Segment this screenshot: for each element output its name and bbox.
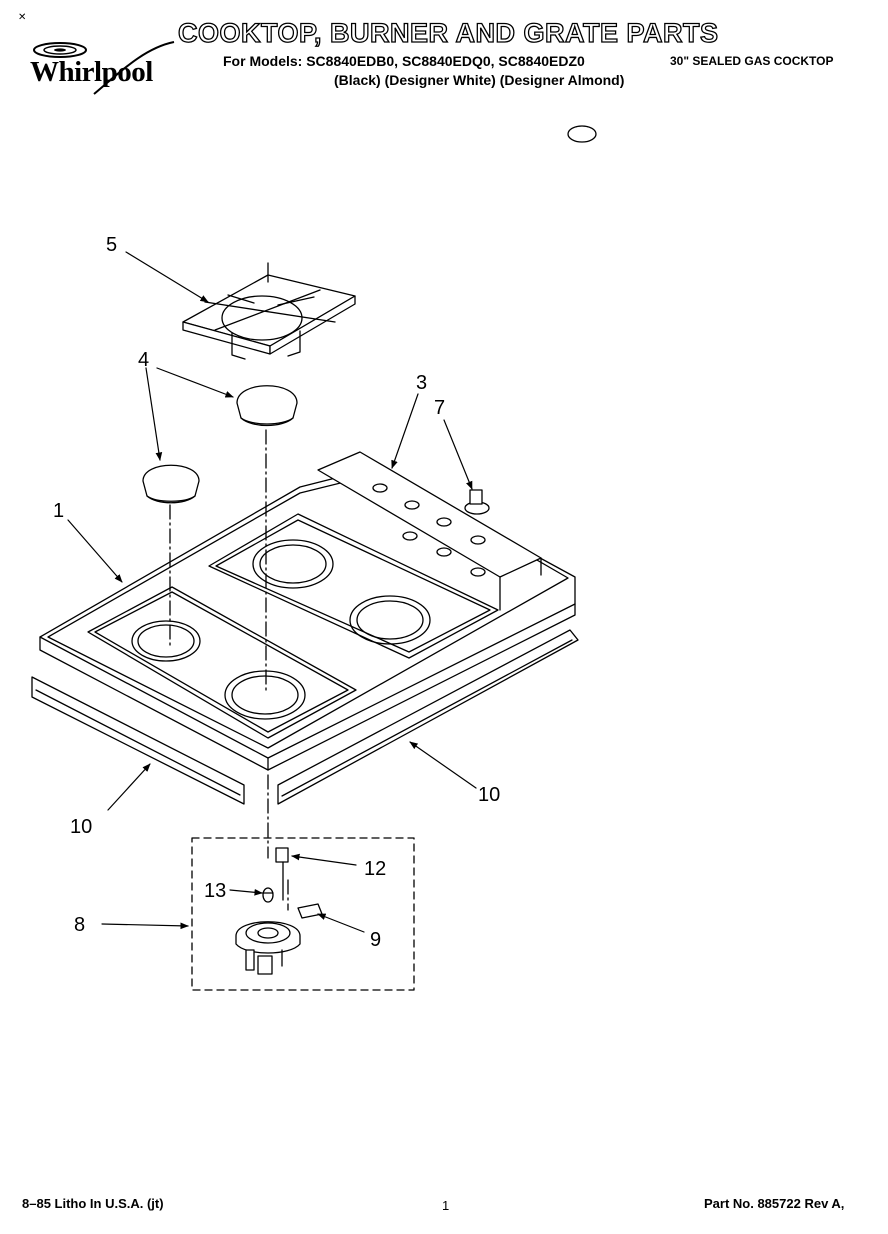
page-number: 1	[442, 1198, 450, 1213]
page-title: COOKTOP, BURNER AND GRATE PARTS	[177, 17, 719, 48]
corner-mark: ✕	[18, 12, 27, 23]
callout-5: 5	[106, 234, 118, 256]
product-type: 30" SEALED GAS COCKTOP	[670, 54, 834, 68]
callout-3: 3	[416, 372, 428, 394]
burner-assembly	[235, 921, 301, 975]
burner-cap-left	[142, 464, 200, 504]
variants-line: (Black) (Designer White) (Designer Almon…	[334, 72, 625, 88]
callout-4: 4	[138, 349, 150, 371]
grate-part	[182, 262, 356, 360]
callout-10-right: 10	[478, 784, 501, 806]
part-number: Part No. 885722 Rev A,	[704, 1196, 845, 1211]
small-oval-shape	[567, 125, 597, 143]
cooktop-main-top	[39, 451, 576, 771]
callout-9: 9	[370, 929, 382, 951]
electrode-part	[275, 847, 289, 901]
callout-7: 7	[434, 397, 446, 419]
callout-1: 1	[53, 500, 65, 522]
ignition-knob	[464, 489, 490, 515]
brand-name: Whirlpool	[30, 56, 153, 88]
control-knob-holes	[372, 483, 486, 577]
burner-cap-right	[236, 385, 298, 427]
clip-part	[297, 903, 323, 919]
burner-rings	[131, 539, 431, 720]
alignment-lines	[169, 429, 289, 911]
callout-12: 12	[364, 858, 387, 880]
callout-8: 8	[74, 914, 86, 936]
models-line: For Models: SC8840EDB0, SC8840EDQ0, SC88…	[223, 53, 585, 69]
whirlpool-logo-icon	[33, 41, 175, 95]
trim-strip-right	[277, 629, 579, 805]
footer-print-info: 8–85 Litho In U.S.A. (jt)	[22, 1196, 164, 1211]
trim-strip-left	[31, 676, 245, 805]
leader-arrows	[67, 251, 477, 933]
callout-10-left: 10	[70, 816, 93, 838]
burner-assembly-box	[191, 837, 415, 991]
screw-part	[262, 887, 274, 903]
callout-13: 13	[204, 880, 227, 902]
